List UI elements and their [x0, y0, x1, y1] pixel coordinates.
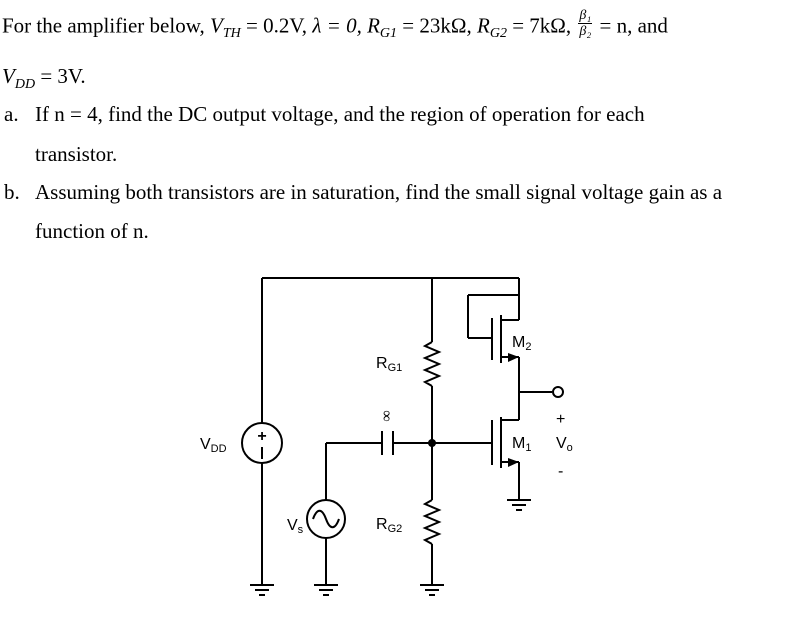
m1-label: M1	[512, 435, 531, 454]
lambda-value: λ = 0,	[312, 13, 368, 38]
m2-label: M2	[512, 334, 531, 353]
vdd-subscript: DD	[14, 77, 36, 92]
part-b-line-1: Assuming both transistors are in saturat…	[35, 180, 723, 204]
part-a-line-2: transistor.	[35, 142, 118, 166]
rg2-symbol: R	[477, 13, 490, 38]
ground-vs	[314, 584, 338, 596]
problem-line-1: For the amplifier below, VTH = 0.2V, λ =…	[2, 8, 668, 43]
vdd-symbol: V	[2, 64, 15, 88]
rg1-symbol: R	[367, 13, 380, 38]
intro-text: For the amplifier below,	[2, 13, 211, 38]
rg1-value: = 23kΩ,	[397, 13, 477, 38]
ground-rg2	[420, 584, 444, 596]
rg2-label: RG2	[376, 516, 402, 535]
cap-infinity-label: ∞	[378, 410, 395, 421]
vo-plus-label: +	[556, 411, 565, 428]
beta-numerator: β₁	[578, 8, 593, 24]
m1-arrow-icon	[508, 458, 519, 467]
vo-minus-label: -	[558, 463, 563, 480]
part-a-line-1: If n = 4, find the DC output voltage, an…	[35, 102, 645, 126]
rg2-resistor	[422, 499, 442, 545]
m2-arrow-icon	[508, 353, 519, 362]
rg1-resistor	[422, 341, 442, 387]
gate-junction-dot	[428, 439, 436, 447]
vth-subscript: TH	[222, 26, 241, 42]
ratio-text: = n, and	[594, 13, 668, 38]
ground-vdd	[250, 584, 274, 596]
vo-label: Vo	[556, 435, 573, 454]
vth-value: = 0.2V,	[240, 13, 313, 38]
sine-icon	[312, 509, 340, 529]
output-terminal	[552, 386, 564, 398]
rg1-label: RG1	[376, 355, 402, 374]
vdd-value: = 3V.	[35, 64, 86, 88]
rg1-subscript: G1	[379, 26, 398, 42]
part-a-marker: a.	[4, 102, 19, 126]
ground-m1	[507, 499, 531, 511]
beta-denominator: β₂	[579, 24, 592, 39]
rg2-value: = 7kΩ,	[506, 13, 577, 38]
vs-label: Vs	[287, 517, 304, 536]
vs-source	[306, 499, 346, 539]
vdd-source	[241, 422, 283, 464]
part-b-line-2: function of n.	[35, 219, 149, 243]
vth-symbol: V	[210, 13, 223, 38]
vdd-plus-sign: +	[257, 428, 266, 445]
rg2-subscript: G2	[489, 26, 507, 42]
part-b-marker: b.	[4, 180, 20, 204]
vdd-label: VDD	[200, 436, 227, 455]
problem-line-2: VDD = 3V.	[2, 63, 86, 93]
